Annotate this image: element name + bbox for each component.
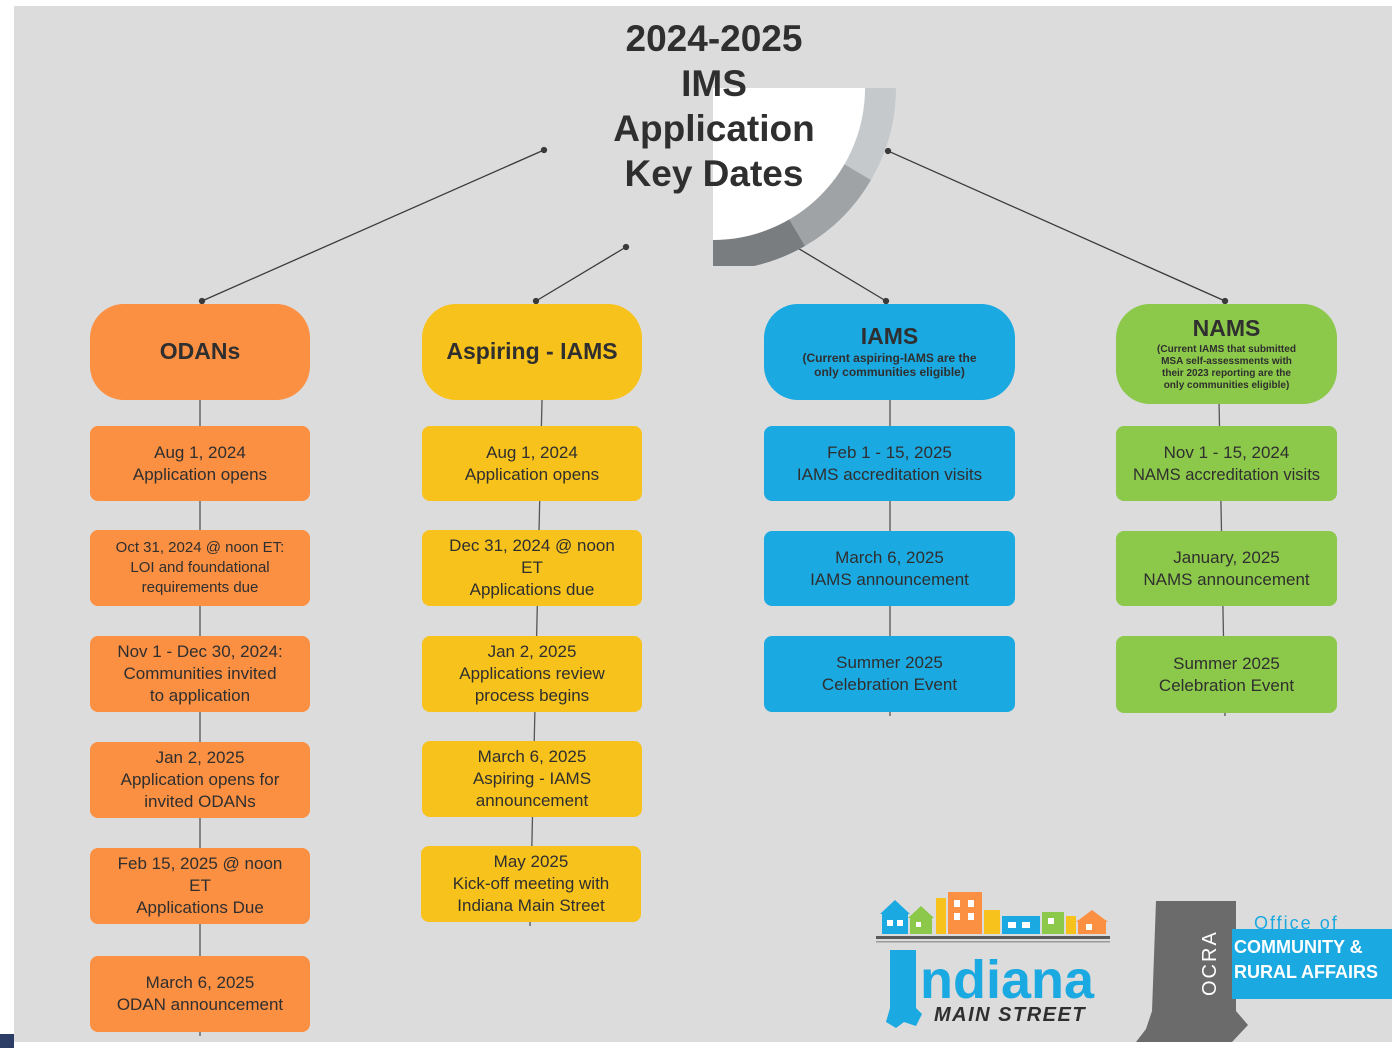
title-line-4: Key Dates <box>624 153 804 194</box>
odans-header-title: ODANs <box>159 338 241 365</box>
title-line-2: IMS <box>681 63 747 104</box>
logo-word-main-street: MAIN STREET <box>934 1004 1086 1026</box>
subtitle-line: (Current IAMS that submitted <box>1157 343 1296 355</box>
aspiring-iams-item-5: May 2025 Kick-off meeting with Indiana M… <box>421 846 641 922</box>
houses-icon <box>876 892 1110 943</box>
iams-header-subtitle: (Current aspiring-IAMS are the only comm… <box>802 352 976 380</box>
item-line: Dec 31, 2024 @ noon <box>449 536 615 555</box>
subtitle-line: (Current aspiring-IAMS are the <box>802 351 977 366</box>
odans-header: ODANs <box>90 304 310 400</box>
item-line: Summer 2025 <box>836 653 943 672</box>
item-line: process begins <box>474 686 590 705</box>
aspiring-iams-header-title: Aspiring - IAMS <box>446 338 618 365</box>
logo-word-indiana: ndiana <box>920 950 1095 1010</box>
odans-item-3: Nov 1 - Dec 30, 2024: Communities invite… <box>90 636 310 712</box>
item-line: May 2025 <box>493 852 569 871</box>
item-line: to application <box>149 686 251 705</box>
item-line: invited ODANs <box>144 792 256 811</box>
item-line: announcement <box>475 791 589 810</box>
nams-header-subtitle: (Current IAMS that submitted MSA self-as… <box>1157 344 1296 392</box>
indiana-state-icon <box>1136 901 1248 1042</box>
aspiring-iams-item-3: Jan 2, 2025 Applications review process … <box>422 636 642 712</box>
item-line: Summer 2025 <box>1173 653 1280 673</box>
item-line: Nov 1 - 15, 2024 <box>1163 442 1290 462</box>
item-line: Aug 1, 2024 <box>154 442 246 462</box>
item-line: March 6, 2025 <box>145 973 255 992</box>
nams-item-3: Summer 2025 Celebration Event <box>1116 636 1337 713</box>
item-line: Application opens <box>132 464 268 484</box>
title-ring-graphic <box>713 88 896 266</box>
iams-header-title: IAMS <box>860 323 919 350</box>
iams-item-1: Feb 1 - 15, 2025 IAMS accreditation visi… <box>764 426 1015 501</box>
ocra-logo: OCRA Office of COMMUNITY & RURAL AFFAIRS <box>1136 901 1392 1042</box>
subtitle-line: only communities eligible) <box>1163 379 1290 391</box>
item-line: NAMS accreditation visits <box>1132 465 1321 484</box>
aspiring-iams-item-4: March 6, 2025 Aspiring - IAMS announceme… <box>422 741 642 817</box>
item-line: Application opens <box>464 464 600 484</box>
item-line: Aug 1, 2024 <box>486 442 578 462</box>
aspiring-iams-item-2: Dec 31, 2024 @ noon ET Applications due <box>422 530 642 606</box>
item-line: requirements due <box>141 579 259 596</box>
subtitle-line: their 2023 reporting are the <box>1162 367 1291 379</box>
item-line: NAMS announcement <box>1143 569 1310 589</box>
ocra-office-of: Office of <box>1254 913 1339 933</box>
item-line: LOI and foundational <box>130 559 270 576</box>
item-line: Nov 1 - Dec 30, 2024: <box>117 642 283 661</box>
nams-item-1: Nov 1 - 15, 2024 NAMS accreditation visi… <box>1116 426 1337 501</box>
title-line-3: Application <box>613 108 815 149</box>
item-line: ET <box>189 876 211 895</box>
title-line-1: 2024-2025 <box>625 18 803 59</box>
subtitle-line: MSA self-assessments with <box>1161 355 1292 367</box>
iams-item-2: March 6, 2025 IAMS announcement <box>764 531 1015 606</box>
subtitle-line: only communities eligible) <box>814 365 965 380</box>
item-line: ET <box>521 558 543 577</box>
ocra-line-rural-affairs: RURAL AFFAIRS <box>1234 962 1378 982</box>
ocra-line-community: COMMUNITY & <box>1234 937 1363 957</box>
item-line: Aspiring - IAMS <box>472 769 592 788</box>
nams-header: NAMS (Current IAMS that submitted MSA se… <box>1116 304 1337 404</box>
odans-item-5: Feb 15, 2025 @ noon ET Applications Due <box>90 848 310 924</box>
indiana-main-street-logo: ndiana MAIN STREET <box>876 892 1110 1028</box>
item-line: IAMS announcement <box>810 569 969 589</box>
aspiring-iams-item-1: Aug 1, 2024 Application opens <box>422 426 642 501</box>
item-line: Application opens for <box>120 770 280 789</box>
ocra-vertical-text: OCRA <box>1199 930 1221 996</box>
indiana-state-icon <box>886 950 922 1028</box>
infographic-canvas: 2024-2025 IMS Application Key Dates ODAN… <box>14 6 1392 1042</box>
item-line: Jan 2, 2025 <box>155 748 245 767</box>
item-line: Indiana Main Street <box>457 896 605 915</box>
corner-accent <box>0 1034 14 1048</box>
item-line: Jan 2, 2025 <box>487 642 577 661</box>
page-title: 2024-2025 IMS Application Key Dates <box>584 16 844 196</box>
nams-header-title: NAMS <box>1192 315 1261 342</box>
item-line: Applications due <box>469 580 595 599</box>
item-line: IAMS accreditation visits <box>796 464 983 484</box>
item-line: Kick-off meeting with <box>452 874 610 893</box>
odans-item-2: Oct 31, 2024 @ noon ET: LOI and foundati… <box>90 530 310 606</box>
item-line: Celebration Event <box>821 675 958 694</box>
item-line: January, 2025 <box>1173 547 1280 567</box>
iams-item-3: Summer 2025 Celebration Event <box>764 636 1015 712</box>
item-line: Feb 15, 2025 @ noon <box>117 854 283 873</box>
nams-item-2: January, 2025 NAMS announcement <box>1116 531 1337 606</box>
item-line: March 6, 2025 <box>477 747 587 766</box>
odans-item-1: Aug 1, 2024 Application opens <box>90 426 310 501</box>
iams-header: IAMS (Current aspiring-IAMS are the only… <box>764 304 1015 400</box>
item-line: Communities invited <box>123 664 277 683</box>
item-line: Applications Due <box>136 898 264 917</box>
item-line: Applications review <box>459 664 605 683</box>
aspiring-iams-header: Aspiring - IAMS <box>422 304 642 400</box>
item-line: Feb 1 - 15, 2025 <box>827 442 952 462</box>
item-line: March 6, 2025 <box>835 547 944 567</box>
item-line: Celebration Event <box>1158 675 1295 695</box>
odans-item-4: Jan 2, 2025 Application opens for invite… <box>90 742 310 818</box>
item-line: ODAN announcement <box>116 995 284 1014</box>
odans-item-6: March 6, 2025 ODAN announcement <box>90 956 310 1032</box>
item-line: Oct 31, 2024 @ noon ET: <box>115 539 285 556</box>
